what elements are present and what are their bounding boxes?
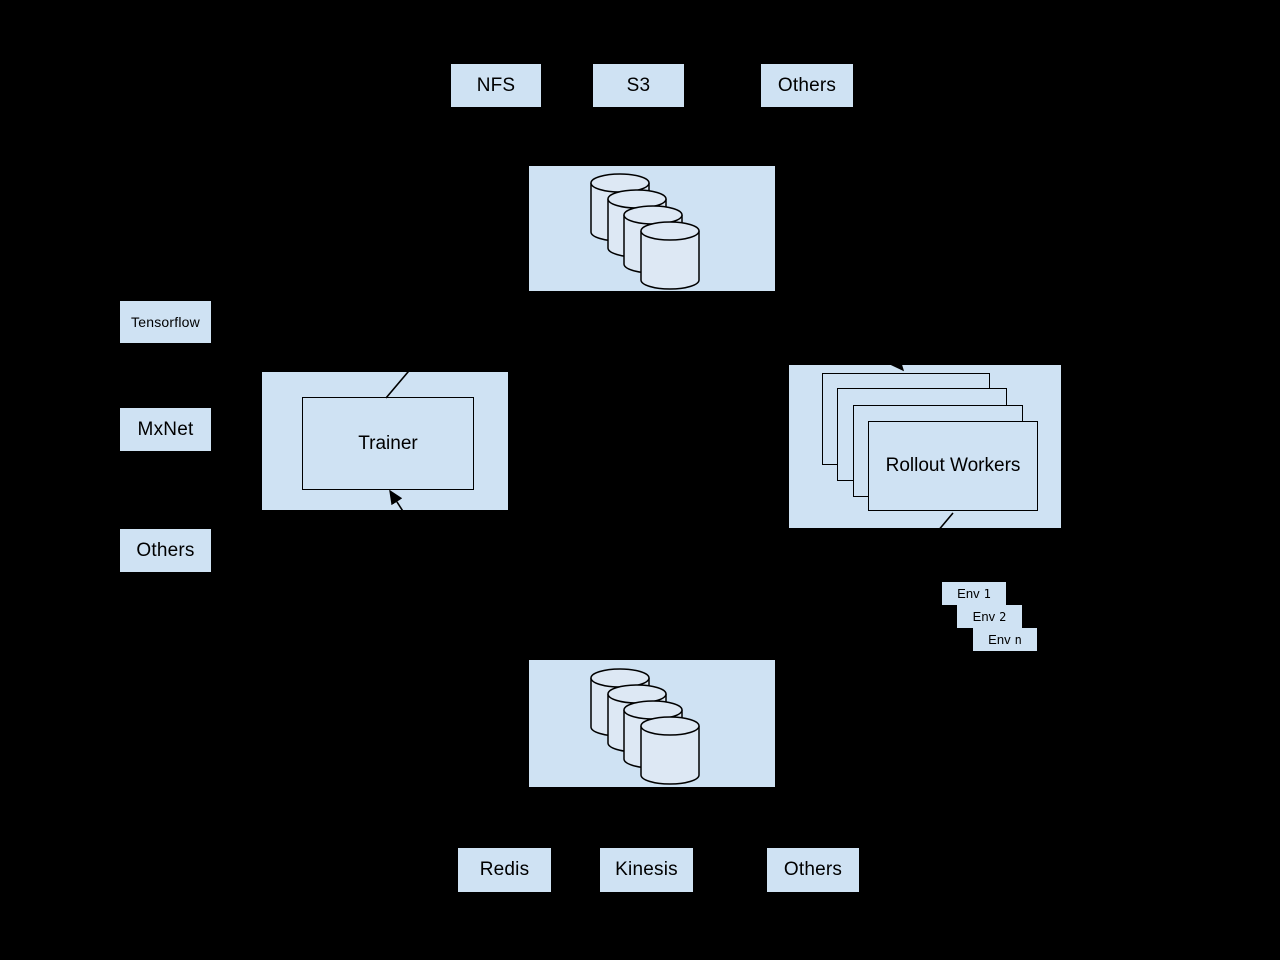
experience-storage-box — [529, 660, 775, 787]
node-others-bottom: Others — [767, 848, 859, 892]
database-cylinder-stack-icon — [590, 173, 700, 290]
env1-label: Env — [957, 586, 980, 601]
rollout-workers-node: Rollout Workers — [868, 421, 1038, 511]
trainer-node: Trainer — [302, 397, 474, 490]
env1-id: 1 — [983, 586, 991, 601]
rollout-workers-label: Rollout Workers — [885, 455, 1021, 476]
env2-label: Env — [972, 609, 996, 624]
model-storage-box — [529, 166, 775, 291]
node-kinesis: Kinesis — [600, 848, 693, 892]
envn-label: Env — [988, 632, 1011, 647]
database-cylinder-stack-icon — [590, 668, 700, 785]
node-s3-label: S3 — [626, 74, 651, 96]
node-others-left: Others — [120, 529, 211, 572]
rollout-workers-container: Rollout Workers — [789, 365, 1061, 528]
envn-id: n — [1014, 632, 1022, 647]
env2-id: 2 — [999, 609, 1007, 624]
node-env-n: Env n — [973, 628, 1037, 651]
node-kinesis-label: Kinesis — [615, 859, 678, 880]
node-redis: Redis — [458, 848, 551, 892]
node-nfs: NFS — [451, 64, 541, 107]
node-tensorflow-label: Tensorflow — [131, 314, 200, 330]
node-nfs-label: NFS — [476, 74, 516, 96]
node-others-bottom-label: Others — [783, 859, 843, 880]
node-mxnet-label: MxNet — [137, 418, 194, 440]
node-others-top-label: Others — [777, 74, 837, 96]
node-env-1: Env 1 — [942, 582, 1006, 605]
node-tensorflow: Tensorflow — [120, 301, 211, 343]
node-mxnet: MxNet — [120, 408, 211, 451]
trainer-container: Trainer — [262, 372, 508, 510]
trainer-label: Trainer — [358, 432, 418, 454]
node-env-2: Env 2 — [957, 605, 1022, 628]
node-others-top: Others — [761, 64, 853, 107]
node-redis-label: Redis — [479, 859, 530, 880]
node-s3: S3 — [593, 64, 684, 107]
node-others-left-label: Others — [136, 539, 195, 561]
